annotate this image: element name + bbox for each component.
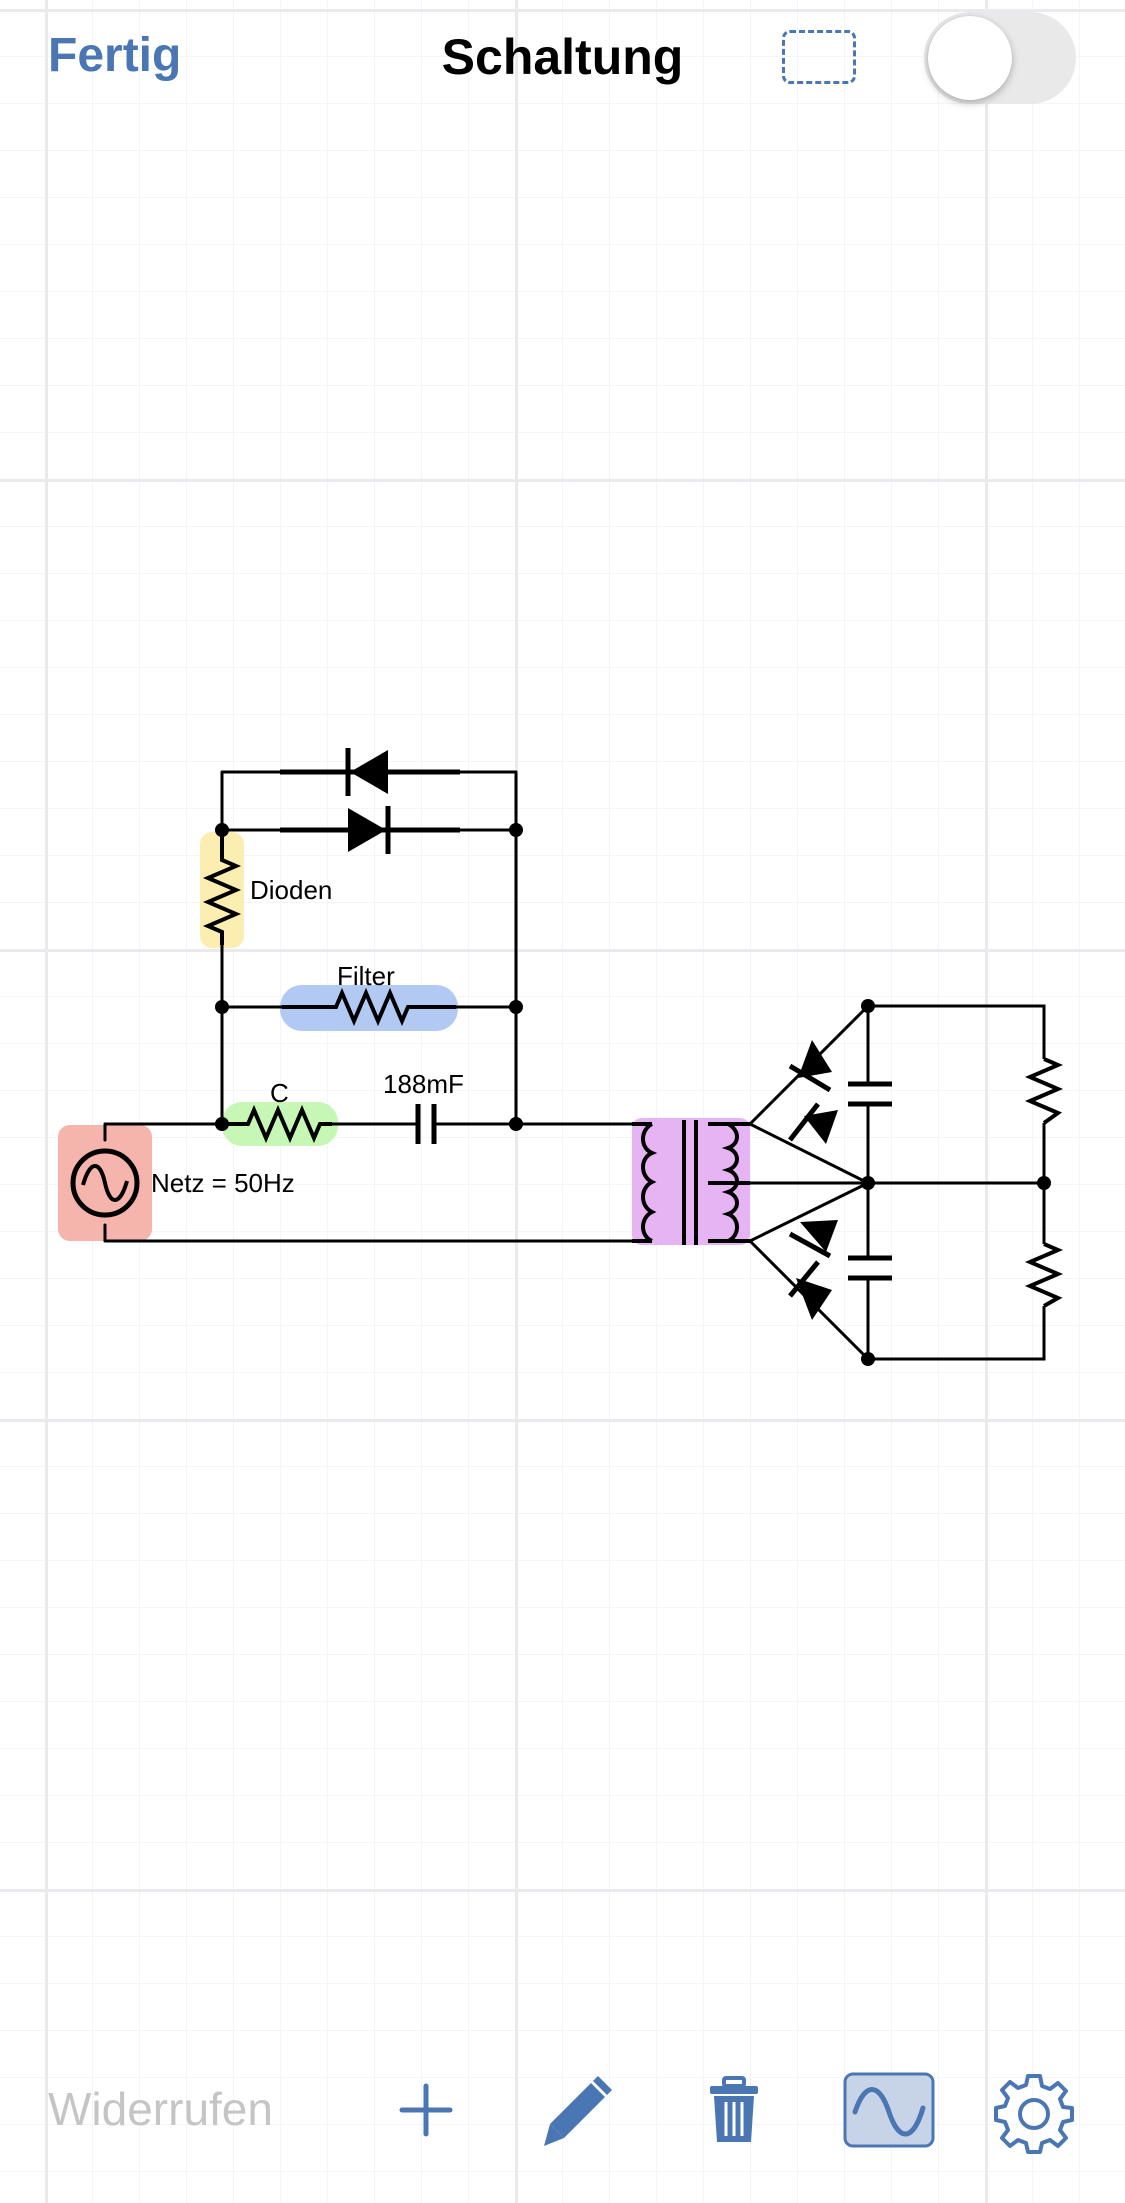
junction-dot [1037, 1176, 1051, 1190]
rectifier-capacitors[interactable] [848, 1081, 892, 1281]
capacitor-188mf[interactable] [415, 1104, 437, 1144]
toggle-knob [928, 16, 1012, 100]
label-source: Netz = 50Hz [151, 1168, 295, 1198]
plus-icon[interactable] [396, 2072, 456, 2148]
undo-button: Widerrufen [48, 2083, 273, 2135]
gear-icon[interactable] [992, 2072, 1076, 2156]
junction-dot [215, 823, 229, 837]
junction-dot [509, 823, 523, 837]
done-button[interactable]: Fertig [48, 29, 182, 82]
transformer[interactable] [632, 1120, 750, 1245]
diode-top[interactable] [280, 748, 460, 796]
junction-dot [509, 1117, 523, 1131]
filter-resistor-highlight [280, 985, 458, 1031]
resistor-filter[interactable] [282, 987, 456, 1027]
junction-dot [215, 1117, 229, 1131]
rectifier-diodes[interactable] [788, 1040, 838, 1320]
wire [220, 770, 518, 832]
diode-bottom[interactable] [280, 806, 460, 854]
junction-dot [861, 999, 875, 1013]
label-dioden: Dioden [250, 875, 332, 905]
ac-source-icon[interactable] [70, 1148, 140, 1218]
diodes-resistor-highlight [200, 832, 244, 948]
mode-toggle[interactable] [924, 12, 1076, 104]
label-capacitor-value: 188mF [383, 1069, 464, 1099]
trash-icon[interactable] [706, 2072, 762, 2148]
dashed-selection-icon[interactable] [782, 30, 856, 84]
junction-dot [215, 1000, 229, 1014]
resistor-dioden[interactable] [202, 835, 242, 945]
resistor-c[interactable] [228, 1104, 332, 1144]
pencil-icon[interactable] [540, 2072, 616, 2148]
label-capacitor-name: C [270, 1078, 289, 1108]
junction-dot [861, 1352, 875, 1366]
load-resistors[interactable] [1024, 1057, 1064, 1308]
junction-dot [509, 1000, 523, 1014]
transformer-highlight [632, 1118, 750, 1245]
junction-dot [861, 1176, 875, 1190]
label-filter: Filter [337, 961, 395, 991]
sine-wave-icon[interactable] [843, 2072, 935, 2148]
